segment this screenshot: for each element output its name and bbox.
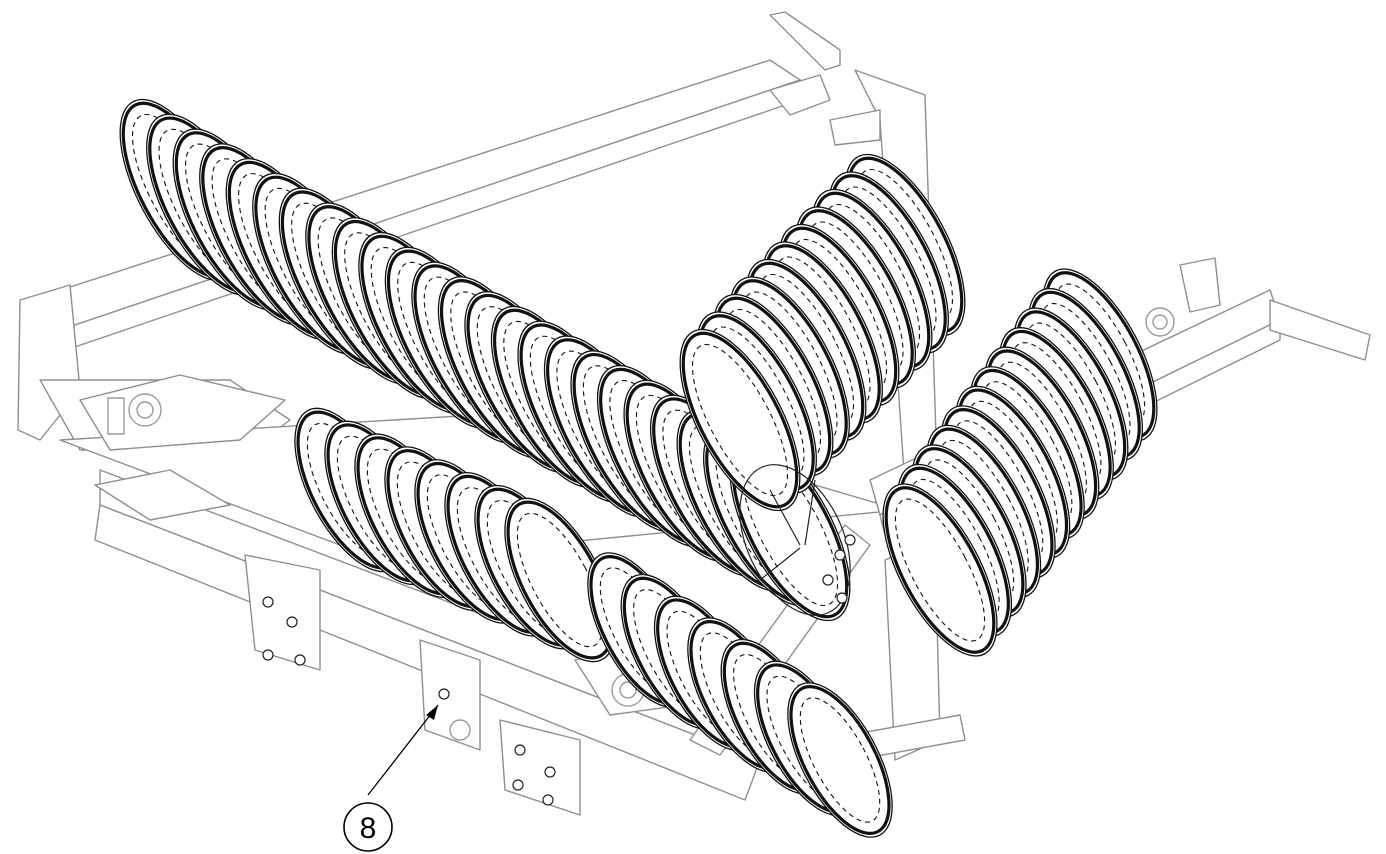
roller-disc-teeth [1040,303,1131,447]
roller-disc-teeth [967,400,1058,544]
roller-disc-teeth [996,361,1087,505]
callout-8: 8 [343,704,439,852]
roller-disc-rim [681,331,799,509]
leader-arrowhead [426,705,438,720]
roller-disc-teeth [909,478,1000,622]
machine-frame [17,11,1371,816]
left-roller [294,407,616,663]
roller-disc-teeth [982,381,1073,525]
roller-disc-teeth [1054,283,1146,427]
roller-disc-teeth [516,512,604,648]
bolts [262,534,856,806]
roller-disc-teeth [894,498,986,642]
roller-disc-rim [789,685,891,835]
end-wheel-hub [739,464,851,616]
roller-disc-teeth [953,420,1044,564]
roller-disc-teeth [1025,322,1117,466]
roller-disc-teeth [1011,342,1102,486]
rear-right-roller [882,268,1158,657]
roller-disc [787,682,893,838]
front-roller [587,552,893,838]
callout-circle [343,802,393,852]
roller-disc [882,483,998,657]
roller-disc-teeth [799,697,881,823]
roller-disc-teeth [923,459,1015,603]
leader-line [367,704,439,796]
roller-disc-teeth [938,439,1029,583]
roller-disc-rim [884,486,996,654]
roller-disc-teeth [691,343,789,497]
callout-label: 8 [360,812,377,845]
